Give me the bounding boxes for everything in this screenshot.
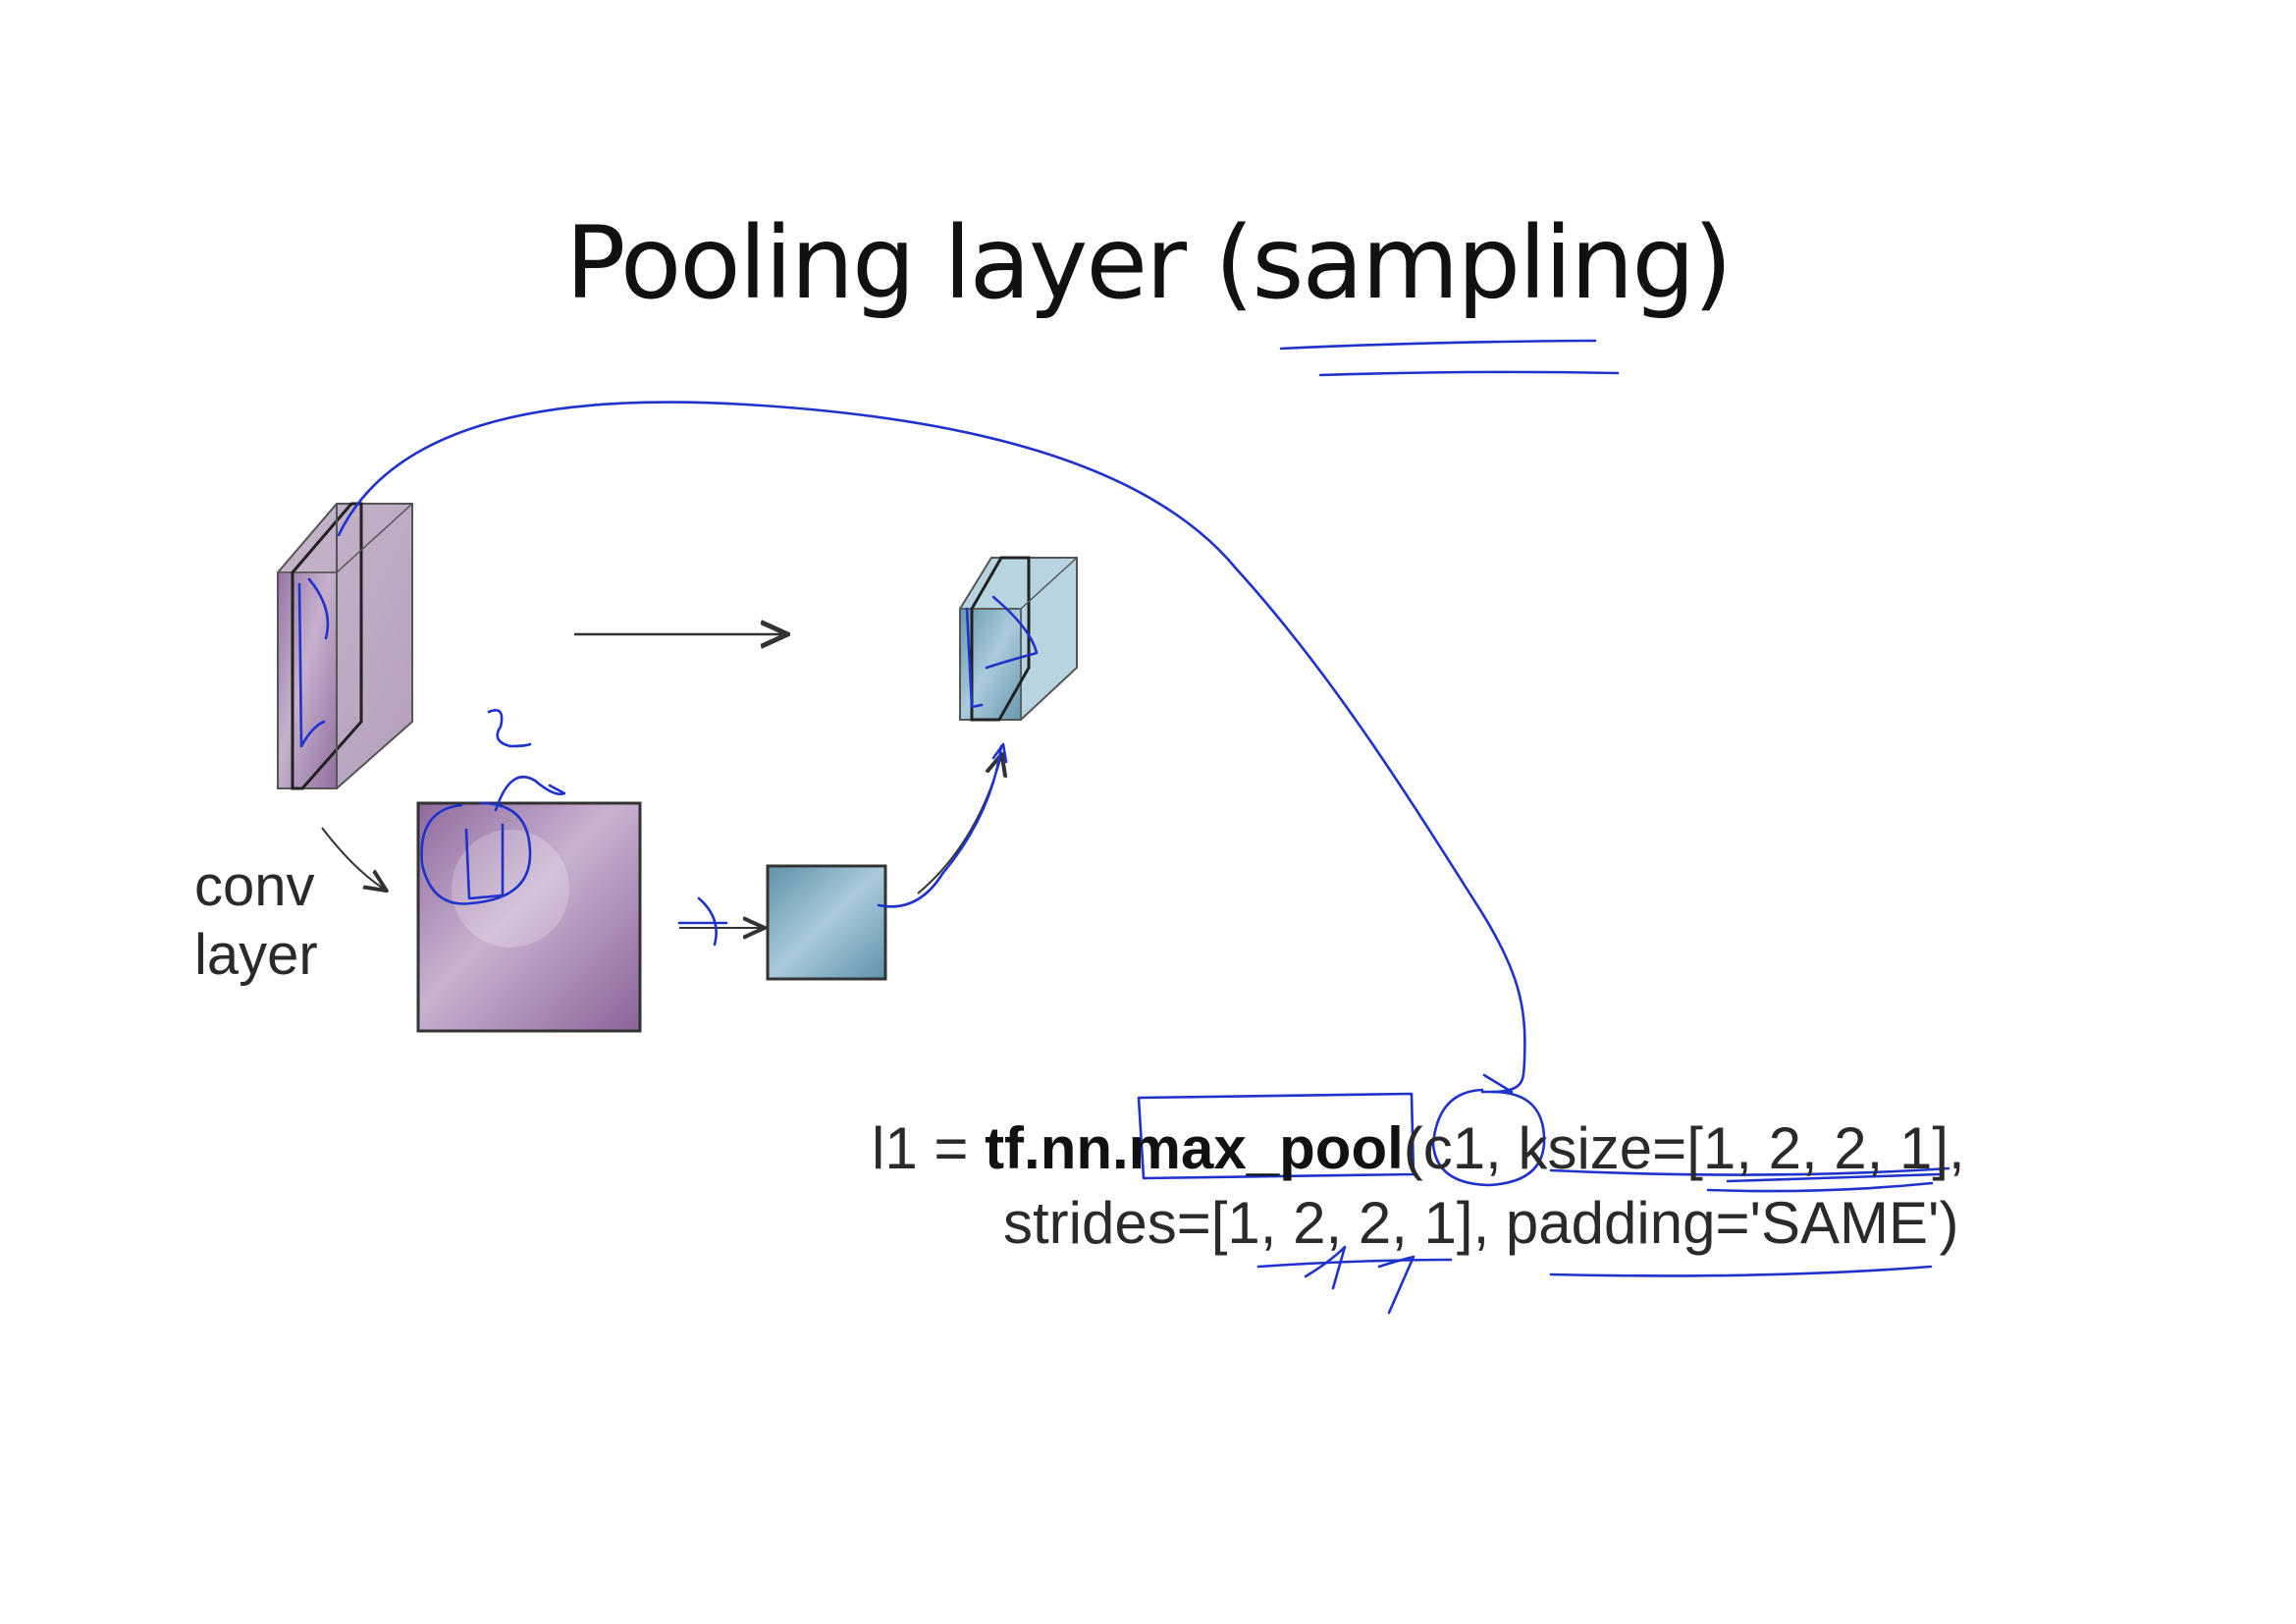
code-line-1: l1 = tf.nn.max_pool(c1, ksize=[1, 2, 2, … [872,1119,1965,1178]
code-assign: l1 = [872,1115,986,1181]
arrow-blue-up [917,756,1001,894]
pooled-volume-3d [959,556,1078,722]
conv-label-line2: layer [194,923,318,987]
code-function-name: tf.nn.max_pool [985,1115,1404,1181]
arrow-conv-label [321,827,385,890]
conv-label-line1: conv [194,854,315,918]
conv-layer-label: conv layer [194,852,318,990]
slide-title: Pooling layer (sampling) [565,205,1733,322]
ink-annotations [297,339,1950,1315]
code-line-2: strides=[1, 2, 2, 1], padding='SAME') [1003,1190,1959,1256]
feature-map-blue [766,864,887,981]
code-args-1: (c1, ksize=[1, 2, 2, 1], [1403,1115,1965,1181]
conv-volume-3d [277,502,413,790]
